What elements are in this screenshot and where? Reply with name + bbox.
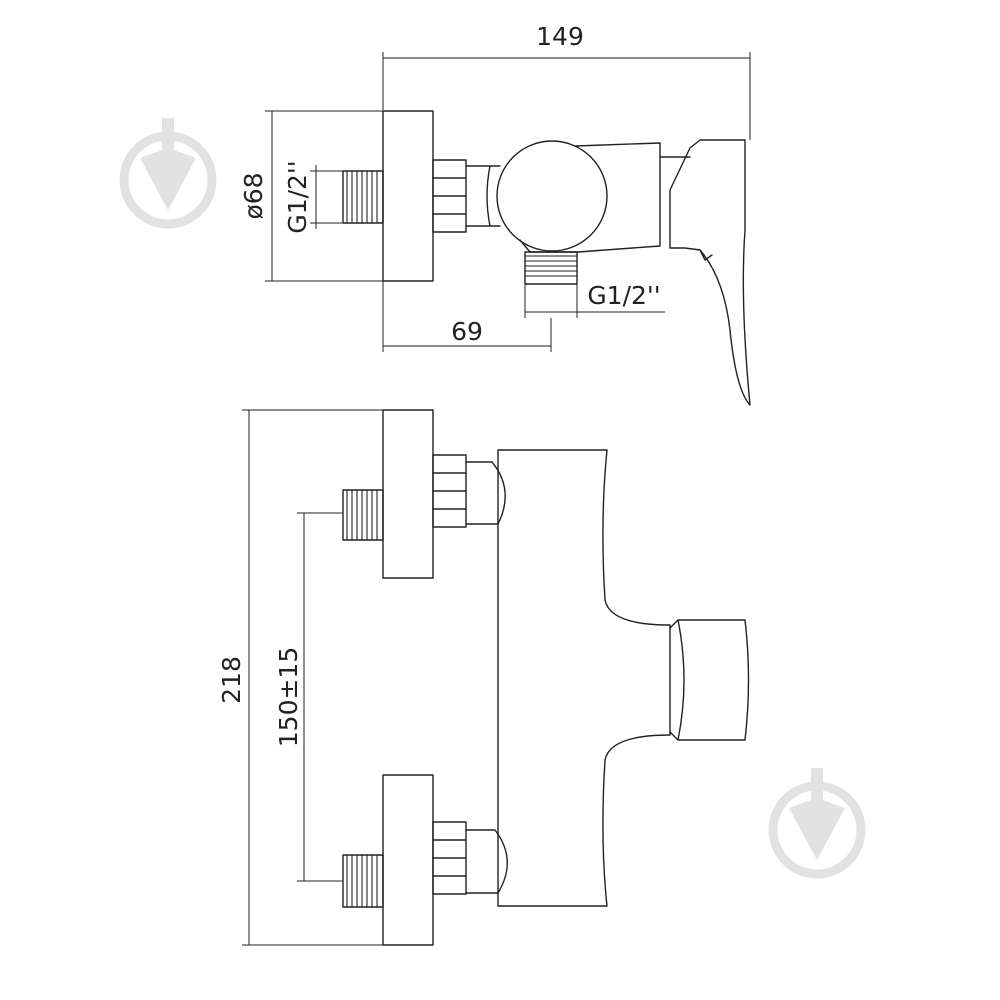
dim-flange-diameter: ø68 xyxy=(239,110,383,282)
dim-label-outlet-thread: G1/2'' xyxy=(587,281,660,310)
inlet-thread-upper xyxy=(342,489,384,541)
wall-flange xyxy=(382,110,434,282)
wall-flange-upper xyxy=(382,409,434,579)
eccentric-lower xyxy=(465,829,508,894)
dim-label-149: 149 xyxy=(536,22,584,51)
dim-label-diameter: ø68 xyxy=(239,172,268,219)
dim-label-69: 69 xyxy=(451,317,483,346)
lever-handle-top xyxy=(669,139,751,406)
hex-nut-upper xyxy=(432,454,467,528)
dim-overall-height: 218 xyxy=(217,409,383,946)
watermark-logo-bottom xyxy=(768,768,866,879)
dim-outlet-offset: 69 xyxy=(382,281,552,352)
inlet-thread-lower xyxy=(342,854,384,908)
watermark-logo-top xyxy=(119,118,217,229)
dim-outlet-thread: G1/2'' xyxy=(524,281,665,318)
dim-inlet-thread: G1/2'' xyxy=(283,160,343,234)
lever-handle-front xyxy=(669,619,750,741)
dim-label-inlet-thread: G1/2'' xyxy=(283,160,312,233)
front-view xyxy=(342,409,750,946)
dim-label-150: 150±15 xyxy=(274,647,303,747)
inlet-thread-top xyxy=(342,170,384,224)
eccentric-neck xyxy=(465,165,501,227)
hex-nut-top xyxy=(432,159,467,233)
wall-flange-lower xyxy=(382,774,434,946)
outlet-thread xyxy=(524,251,578,285)
mixer-body-circle xyxy=(496,140,608,252)
dim-inlet-spacing: 150±15 xyxy=(274,512,343,882)
eccentric-upper xyxy=(465,461,506,525)
hex-nut-lower xyxy=(432,821,467,895)
dim-label-218: 218 xyxy=(217,656,246,704)
dim-overall-length: 149 xyxy=(382,22,751,140)
top-view xyxy=(342,110,751,406)
mixer-body-front xyxy=(497,449,671,907)
